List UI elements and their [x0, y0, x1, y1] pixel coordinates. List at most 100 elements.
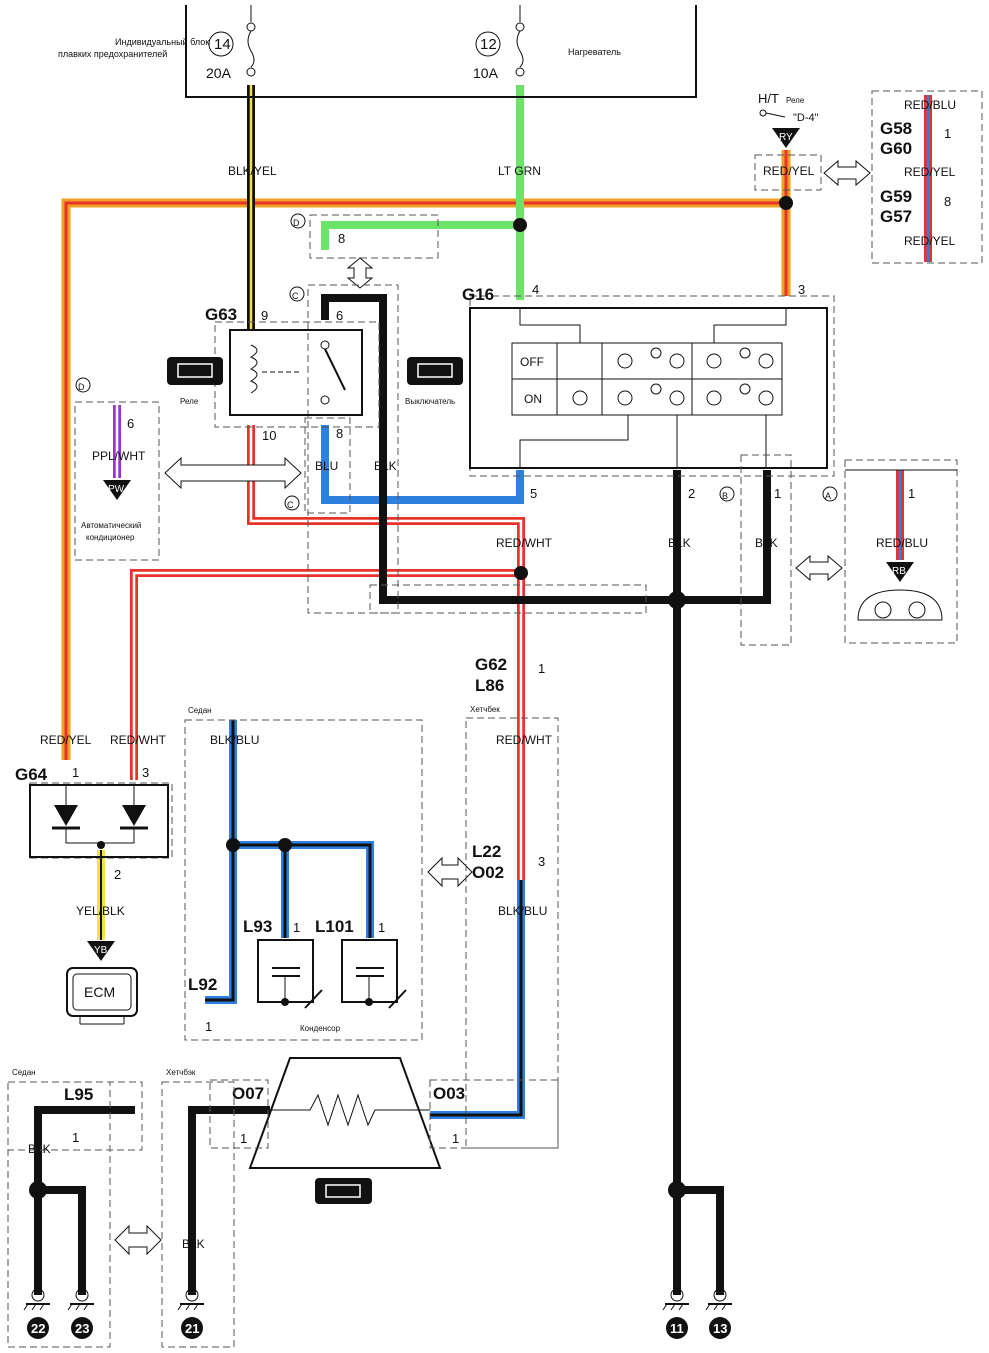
pin-g59: 8	[944, 194, 951, 209]
conn-o02: O02	[472, 863, 504, 882]
conn-g59: G59	[880, 187, 912, 206]
label-red-wht-hatch: RED/WHT	[496, 733, 553, 747]
label-red-yel-g57: RED/YEL	[904, 234, 956, 248]
label-blk-blu-sedan: BLK/BLU	[210, 733, 259, 747]
gauge-icon	[857, 589, 943, 621]
marker-c-top: C	[292, 291, 299, 301]
pin-o07: 1	[240, 1131, 247, 1146]
ground-13-label: 13	[713, 1321, 727, 1336]
ground-22-label: 22	[31, 1321, 45, 1336]
conn-g57: G57	[880, 207, 912, 226]
ground-22: 22	[23, 1288, 50, 1339]
pin-6: 6	[336, 308, 343, 323]
ground-21: 21	[177, 1288, 204, 1339]
conn-g58: G58	[880, 119, 912, 138]
ac-label-2: кондиционер	[86, 533, 135, 542]
wire-blk-blu	[205, 720, 525, 1119]
label-blk-relay: BLK	[374, 459, 397, 473]
conn-o03: O03	[433, 1084, 465, 1103]
fuse-14-rating: 20A	[206, 65, 232, 81]
ac-block: D 6 PPL/WHT PW Автоматический кондиционе…	[74, 377, 160, 561]
badge-yb: YB	[94, 945, 108, 956]
connector-group-g58: RED/BLU G58 G60 1 RED/YEL G59 G57 8 RED/…	[871, 90, 983, 264]
wire-lt-grn	[321, 85, 524, 300]
pin-g16-1: 1	[774, 486, 781, 501]
label-lt-grn: LT GRN	[498, 164, 541, 178]
marker-d-left: D	[78, 382, 85, 392]
wire-red-wht	[130, 425, 525, 1050]
marker-d-top: D	[293, 218, 300, 228]
pin-d8: 8	[338, 231, 345, 246]
hatchback-label-bottom: Хетчбэк	[166, 1068, 196, 1077]
conn-g64: G64	[15, 765, 48, 784]
pin-g58: 1	[944, 126, 951, 141]
hatchback-block: Хетчбек RED/WHT L22 O02 3 BLK/BLU	[465, 705, 559, 1149]
heater-label: Нагреватель	[568, 47, 621, 57]
switch-label: Выключатель	[405, 397, 455, 406]
label-red-blu-ic: RED/BLU	[876, 536, 928, 550]
sedan-label-top: Седан	[188, 706, 212, 715]
ac-label-1: Автоматический	[81, 521, 141, 530]
label-yel-blk: YEL/BLK	[76, 904, 125, 918]
pin-l95: 1	[72, 1130, 79, 1145]
pin-g16-3: 3	[798, 282, 805, 297]
fuse-12-rating: 10A	[473, 65, 499, 81]
conn-o07: O07	[232, 1084, 264, 1103]
ht-relay: H/T Реле "D-4" RY RED/YEL	[754, 91, 822, 191]
pin-l93: 1	[293, 920, 300, 935]
label-blk-hatch: BLK	[182, 1237, 205, 1251]
ht-sub: Реле	[786, 96, 805, 105]
pin-l101: 1	[378, 920, 385, 935]
heater-element: O07 1 O03 1	[209, 1057, 559, 1204]
label-blk-blu-hatch: BLK/BLU	[498, 904, 547, 918]
switch-g16: G16 4 3 OFF ON 5 2 1 B A	[462, 282, 838, 502]
instrument-cluster: 1 RED/BLU RB	[844, 459, 958, 644]
pin-ac-6: 6	[127, 416, 134, 431]
ground-23: 23	[67, 1288, 94, 1339]
double-arrow-ac	[164, 456, 302, 490]
fuse-14-number: 14	[214, 36, 231, 53]
conn-l95: L95	[64, 1085, 93, 1104]
wire-blu	[321, 425, 524, 504]
switch-icon: Выключатель	[405, 357, 463, 406]
ecm-label: ECM	[84, 984, 115, 1000]
fuse-12-number: 12	[480, 36, 497, 53]
conn-l22: L22	[472, 842, 501, 861]
ht-badge: RY	[779, 132, 793, 143]
pin-9: 9	[261, 308, 268, 323]
label-ppl-wht: PPL/WHT	[92, 449, 146, 463]
ht-quoted: "D-4"	[793, 112, 819, 124]
pin-ic-1: 1	[908, 486, 915, 501]
wire-red-yel	[61, 150, 791, 760]
conn-l86: L86	[475, 676, 504, 695]
ground-13: 13	[705, 1288, 732, 1339]
pin-l22: 3	[538, 854, 545, 869]
ground-21-label: 21	[185, 1321, 199, 1336]
switch-on: ON	[524, 392, 542, 406]
badge-pw: PW	[108, 484, 125, 495]
label-blk-sedan: BLK	[28, 1142, 51, 1156]
pin-g64-2: 2	[114, 867, 121, 882]
label-blu: BLU	[315, 459, 338, 473]
connector-d-top: D 8	[290, 213, 439, 289]
ground-23-label: 23	[75, 1321, 89, 1336]
relay-icon: Реле	[167, 357, 223, 406]
conn-g62: G62	[475, 655, 507, 674]
marker-b: B	[722, 491, 728, 501]
label-blk-right: BLK	[755, 536, 778, 550]
hatchback-ground-block: Хетчбэк BLK	[161, 1068, 235, 1348]
pin-g16-4: 4	[532, 282, 539, 297]
hatchback-label-top: Хетчбек	[470, 705, 500, 714]
fuse-14-icon	[246, 5, 256, 77]
pin-8-relay: 8	[336, 426, 343, 441]
fuse-block-title-1: Индивидуальный блок	[115, 37, 209, 47]
label-red-yel-g60: RED/YEL	[904, 165, 956, 179]
badge-rb: RB	[892, 566, 906, 577]
diode-block-g64: RED/YEL RED/WHT G64 1 3 2 YEL/BLK YB ECM	[15, 733, 173, 1025]
conn-l92: L92	[188, 975, 217, 994]
conn-l93: L93	[243, 917, 272, 936]
double-arrow-ht	[823, 159, 871, 187]
pin-g64-3: 3	[142, 765, 149, 780]
junctions	[29, 196, 793, 1199]
